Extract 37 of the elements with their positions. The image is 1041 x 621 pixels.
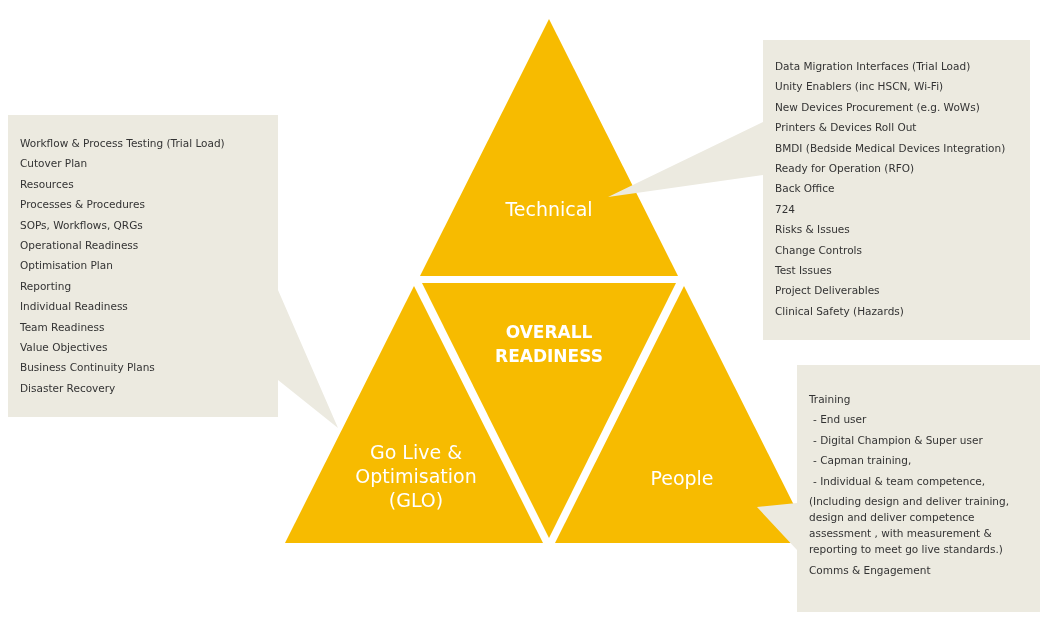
list-item: Unity Enablers (inc HSCN, Wi-Fi) — [775, 79, 944, 95]
list-item: Back Office — [775, 181, 835, 197]
segment-label: Technical — [504, 197, 594, 221]
segment-label: People — [649, 466, 715, 490]
list-item: Workflow & Process Testing (Trial Load) — [20, 136, 225, 151]
list-item: 724 — [775, 201, 796, 217]
note-text: (Including design and deliver training, design and deliver competence assessment , with measurement & reporting to meet go live standards.) — [809, 494, 1010, 558]
list-item: Ready for Operation (RFO) — [775, 161, 915, 177]
list-item: Reporting — [20, 278, 72, 294]
segment-label: Go Live & Optimisation (GLO) — [354, 440, 478, 512]
list-item: - Capman training, — [813, 453, 912, 469]
list-item: Change Controls — [775, 242, 862, 258]
list-item: Individual Readiness — [20, 299, 128, 315]
list-item: Training — [809, 392, 851, 407]
list-item: Cutover Plan — [20, 156, 88, 172]
list-item: Processes & Procedures — [20, 197, 145, 213]
list-item: Disaster Recovery — [20, 380, 116, 396]
list-item: Value Objectives — [20, 340, 108, 356]
list-item: Optimisation Plan — [20, 258, 113, 274]
list-item: Comms & Engagement — [809, 563, 931, 579]
list-item: Team Readiness — [20, 319, 105, 335]
list-item: New Devices Procurement (e.g. WoWs) — [775, 99, 980, 115]
list-item: Test Issues — [775, 263, 832, 279]
segment-label: OVERALL READINESS — [494, 321, 604, 368]
list-item: Printers & Devices Roll Out — [775, 120, 917, 136]
list-item: Business Continuity Plans — [20, 360, 155, 376]
list-item: - Individual & team competence, — [813, 473, 986, 489]
list-item: - End user — [813, 412, 867, 428]
list-item: SOPs, Workflows, QRGs — [20, 217, 143, 233]
list-item: BMDI (Bedside Medical Devices Integration) — [775, 140, 1006, 156]
list-item: Operational Readiness — [20, 238, 139, 254]
list-item: - Digital Champion & Super user — [813, 432, 983, 448]
list-item: Project Deliverables — [775, 283, 880, 299]
list-item: Clinical Safety (Hazards) — [775, 303, 904, 319]
list-item: Data Migration Interfaces (Trial Load) — [775, 59, 971, 74]
list-item: Risks & Issues — [775, 222, 850, 238]
list-item: Resources — [20, 176, 74, 192]
